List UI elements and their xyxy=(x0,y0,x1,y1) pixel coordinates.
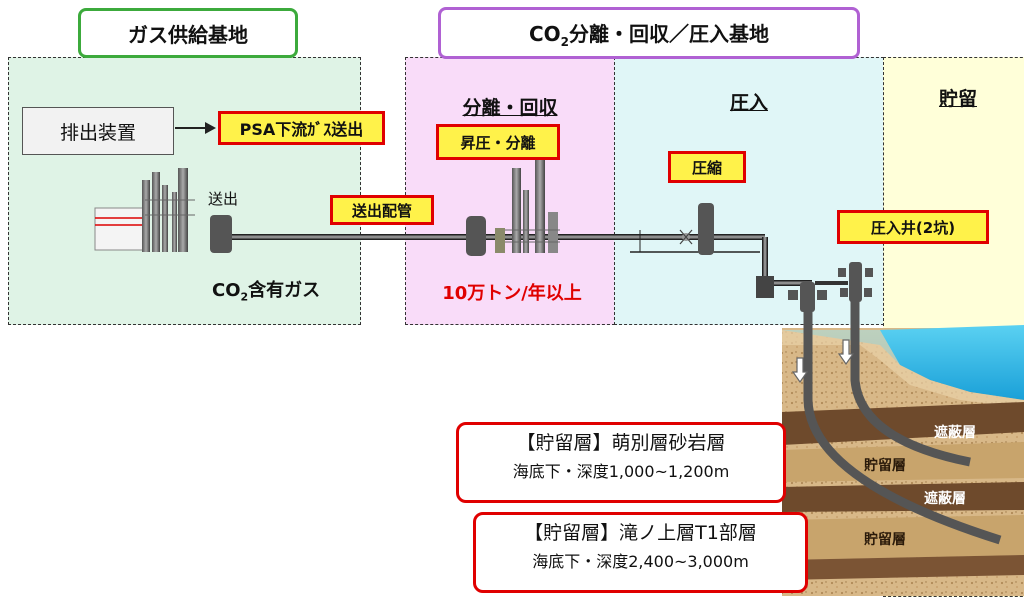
shallow-well xyxy=(850,295,971,467)
reservoir-note-2: 【貯留層】滝ノ上層T1部層 海底下・深度2,400~3,000m xyxy=(473,512,808,593)
separation-zone xyxy=(405,57,615,325)
exhaust-arrow xyxy=(175,122,216,134)
injection-well-label: 圧入井(2坑) xyxy=(837,210,989,244)
reservoir-note-1-depth: 海底下・深度1,000~1,200m xyxy=(512,462,730,481)
reservoir-note-1: 【貯留層】萌別層砂岩層 海底下・深度1,000~1,200m xyxy=(456,422,786,503)
sea-water xyxy=(782,325,1024,400)
reservoir-note-2-depth: 海底下・深度2,400~3,000m xyxy=(532,552,749,571)
compression-label: 圧縮 xyxy=(668,151,746,183)
separation-plant xyxy=(466,160,560,256)
storage-zone-title: 貯留 xyxy=(938,88,977,110)
co2-base-header: CO2分離・回収／圧入基地 xyxy=(438,7,860,59)
cap-layer-2 xyxy=(782,482,1024,512)
co2-gas-text: CO2含有ガス xyxy=(212,280,321,304)
reservoir-layer-2-label: 貯留層 xyxy=(864,531,906,548)
reservoir-note-2-title: 【貯留層】滝ノ上層T1部層 xyxy=(524,522,757,544)
send-out-text: 送出 xyxy=(208,190,239,208)
subsurface-section xyxy=(782,325,1024,596)
co2-base-header-text: CO2分離・回収／圧入基地 xyxy=(528,21,770,49)
reservoir-layer-1-label: 貯留層 xyxy=(864,457,906,474)
exhaust-device-box: 排出装置 xyxy=(22,107,174,155)
wellheads xyxy=(788,262,873,312)
injection-zone xyxy=(614,57,884,325)
psa-downstream-label: PSA下流ｶﾞｽ送出 xyxy=(218,111,385,145)
injection-zone-title: 圧入 xyxy=(729,92,768,114)
reservoir-layer-1 xyxy=(782,442,1024,482)
capacity-text: 10万トン/年以上 xyxy=(442,283,582,304)
compressor xyxy=(679,203,714,255)
cap-layer-1-label: 遮蔽層 xyxy=(934,424,976,441)
deep-well xyxy=(803,295,1002,545)
separation-zone-title: 分離・回収 xyxy=(462,97,558,119)
gas-plant xyxy=(94,168,232,253)
downflow-arrows xyxy=(791,339,855,384)
delivery-pipe-label: 送出配管 xyxy=(330,195,434,225)
pressurize-separate-label: 昇圧・分離 xyxy=(436,124,560,160)
cap-layer-2-label: 遮蔽層 xyxy=(924,490,966,507)
gas-supply-base-header: ガス供給基地 xyxy=(78,8,298,58)
reservoir-note-1-title: 【貯留層】萌別層砂岩層 xyxy=(516,432,726,454)
cap-layer-1 xyxy=(782,402,1024,445)
